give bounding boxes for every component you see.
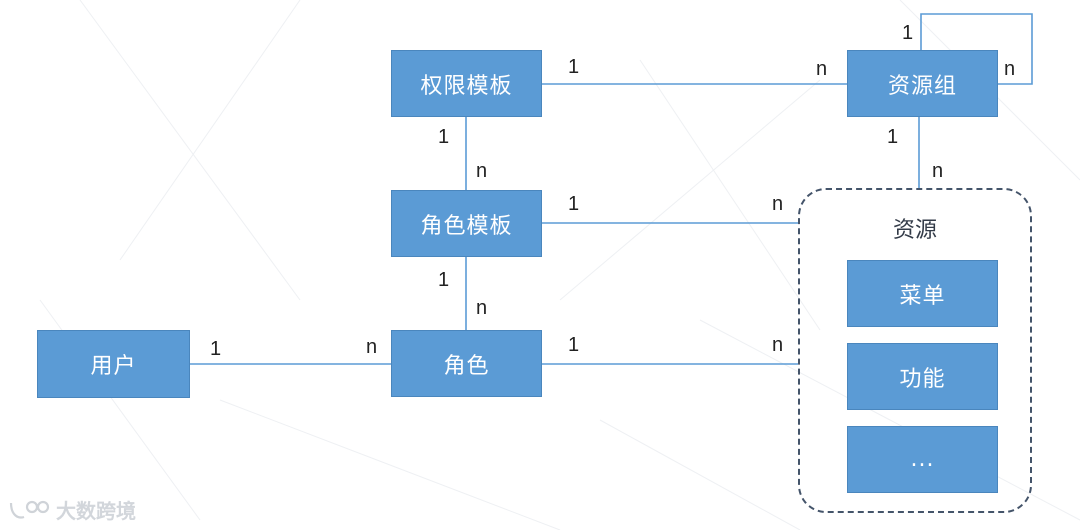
entity-resource-group: 资源组 — [847, 50, 998, 117]
resource-item-label: ... — [910, 447, 935, 472]
mult-roletpl-resource-left: 1 — [568, 193, 580, 215]
resource-item-more: ... — [847, 426, 998, 493]
resource-container-title: 资源 — [892, 218, 937, 243]
entity-user-label: 用户 — [90, 354, 137, 379]
mult-perm-roletpl-top: 1 — [438, 126, 450, 148]
mult-roletpl-role-bottom: n — [476, 297, 488, 319]
mult-perm-roletpl-bottom: n — [476, 160, 488, 182]
entity-user: 用户 — [37, 330, 190, 398]
mult-perm-group-right: n — [816, 58, 828, 80]
entity-resource-group-label: 资源组 — [887, 73, 957, 99]
mult-group-self-right: n — [1004, 58, 1016, 80]
resource-item-label: 菜单 — [899, 283, 946, 309]
resource-item-label: 功能 — [899, 366, 946, 392]
watermark: 大数跨境 — [8, 495, 136, 524]
entity-role-label: 角色 — [443, 353, 490, 379]
mult-user-role-left: 1 — [210, 338, 222, 360]
mult-user-role-right: n — [366, 336, 378, 358]
mult-group-resource-bottom: n — [932, 160, 944, 182]
mult-roletpl-role-top: 1 — [438, 269, 450, 291]
mult-role-resource-left: 1 — [568, 334, 580, 356]
resource-container: 资源 — [798, 188, 1032, 513]
mult-perm-group-left: 1 — [568, 56, 580, 78]
mult-roletpl-resource-right: n — [772, 193, 784, 215]
entity-permission-template-label: 权限模板 — [420, 73, 513, 99]
watermark-logo-icon — [9, 500, 50, 519]
entity-permission-template: 权限模板 — [391, 50, 542, 117]
entity-role: 角色 — [391, 330, 542, 397]
mult-role-resource-right: n — [772, 334, 784, 356]
resource-item-menu: 菜单 — [847, 260, 998, 327]
entity-role-template-label: 角色模板 — [420, 213, 513, 239]
watermark-text: 大数跨境 — [56, 499, 136, 523]
mult-group-self-top: 1 — [902, 22, 914, 44]
mult-group-resource-top: 1 — [887, 126, 899, 148]
entity-role-template: 角色模板 — [391, 190, 542, 257]
resource-item-function: 功能 — [847, 343, 998, 410]
